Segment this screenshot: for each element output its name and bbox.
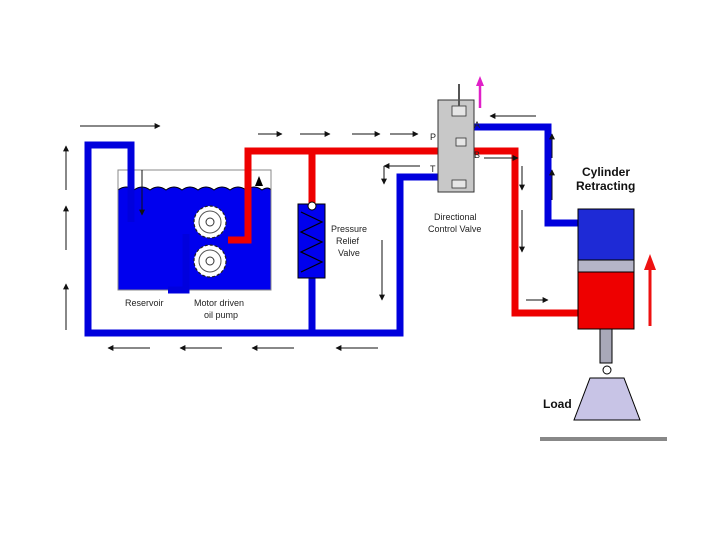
pilot-arrow-icon	[476, 76, 484, 108]
port-a-label: A	[474, 120, 480, 130]
cylinder-rod	[599, 328, 613, 364]
relief-label-line3: Valve	[338, 248, 360, 258]
load-hook-icon	[602, 365, 612, 375]
relief-ball-icon	[307, 201, 317, 211]
port-p-label: P	[430, 132, 436, 142]
reservoir-label: Reservoir	[125, 298, 164, 308]
reservoir-vent-mark	[255, 176, 263, 186]
relief-label-line1: Pressure	[331, 224, 367, 234]
dcv-spool-bottom	[451, 179, 467, 189]
dcv-label-line1: Directional	[434, 212, 477, 222]
reservoir-oil	[117, 186, 272, 291]
reservoir-tank-outline	[117, 169, 272, 291]
cylinder-cap-chamber	[577, 208, 635, 261]
relief-label-line2: Relief	[336, 236, 360, 246]
dcv-spool-top	[451, 105, 467, 117]
load-block	[573, 377, 641, 421]
hydraulic-cylinder-icon	[577, 208, 635, 364]
dcv-label-line2: Control Valve	[428, 224, 481, 234]
load-label: Load	[543, 397, 572, 411]
b-port-line	[466, 147, 580, 317]
relief-spring-icon	[299, 211, 324, 273]
pump-label-line1: Motor driven	[194, 298, 244, 308]
reservoir	[117, 169, 272, 291]
diagram-labels: Reservoir Motor driven oil pump Pressure…	[125, 120, 635, 411]
spool-valve-icon	[437, 84, 475, 193]
cylinder-piston	[577, 259, 635, 273]
pump-suction-line	[168, 234, 190, 294]
port-b-label: B	[474, 150, 480, 160]
pump-label-line2: oil pump	[204, 310, 238, 320]
a-port-line	[466, 123, 580, 227]
dcv-spool-mid	[455, 137, 467, 147]
spring-relief-valve-icon	[297, 201, 326, 279]
cylinder-rod-chamber	[577, 271, 635, 330]
flow-arrows	[63, 113, 555, 351]
gear-pump-icon	[193, 205, 227, 278]
pump-pressure-line	[228, 147, 450, 244]
cylinder-label-line2: Retracting	[576, 179, 635, 193]
gear-bottom-icon	[193, 244, 227, 278]
return-line-main	[84, 141, 446, 337]
port-t-label: T	[430, 164, 436, 174]
ground-line	[540, 437, 667, 441]
cylinder-label-line1: Cylinder	[582, 165, 630, 179]
load-weight-icon	[540, 365, 667, 441]
gear-top-icon	[193, 205, 227, 239]
retract-arrow-icon	[644, 254, 656, 326]
